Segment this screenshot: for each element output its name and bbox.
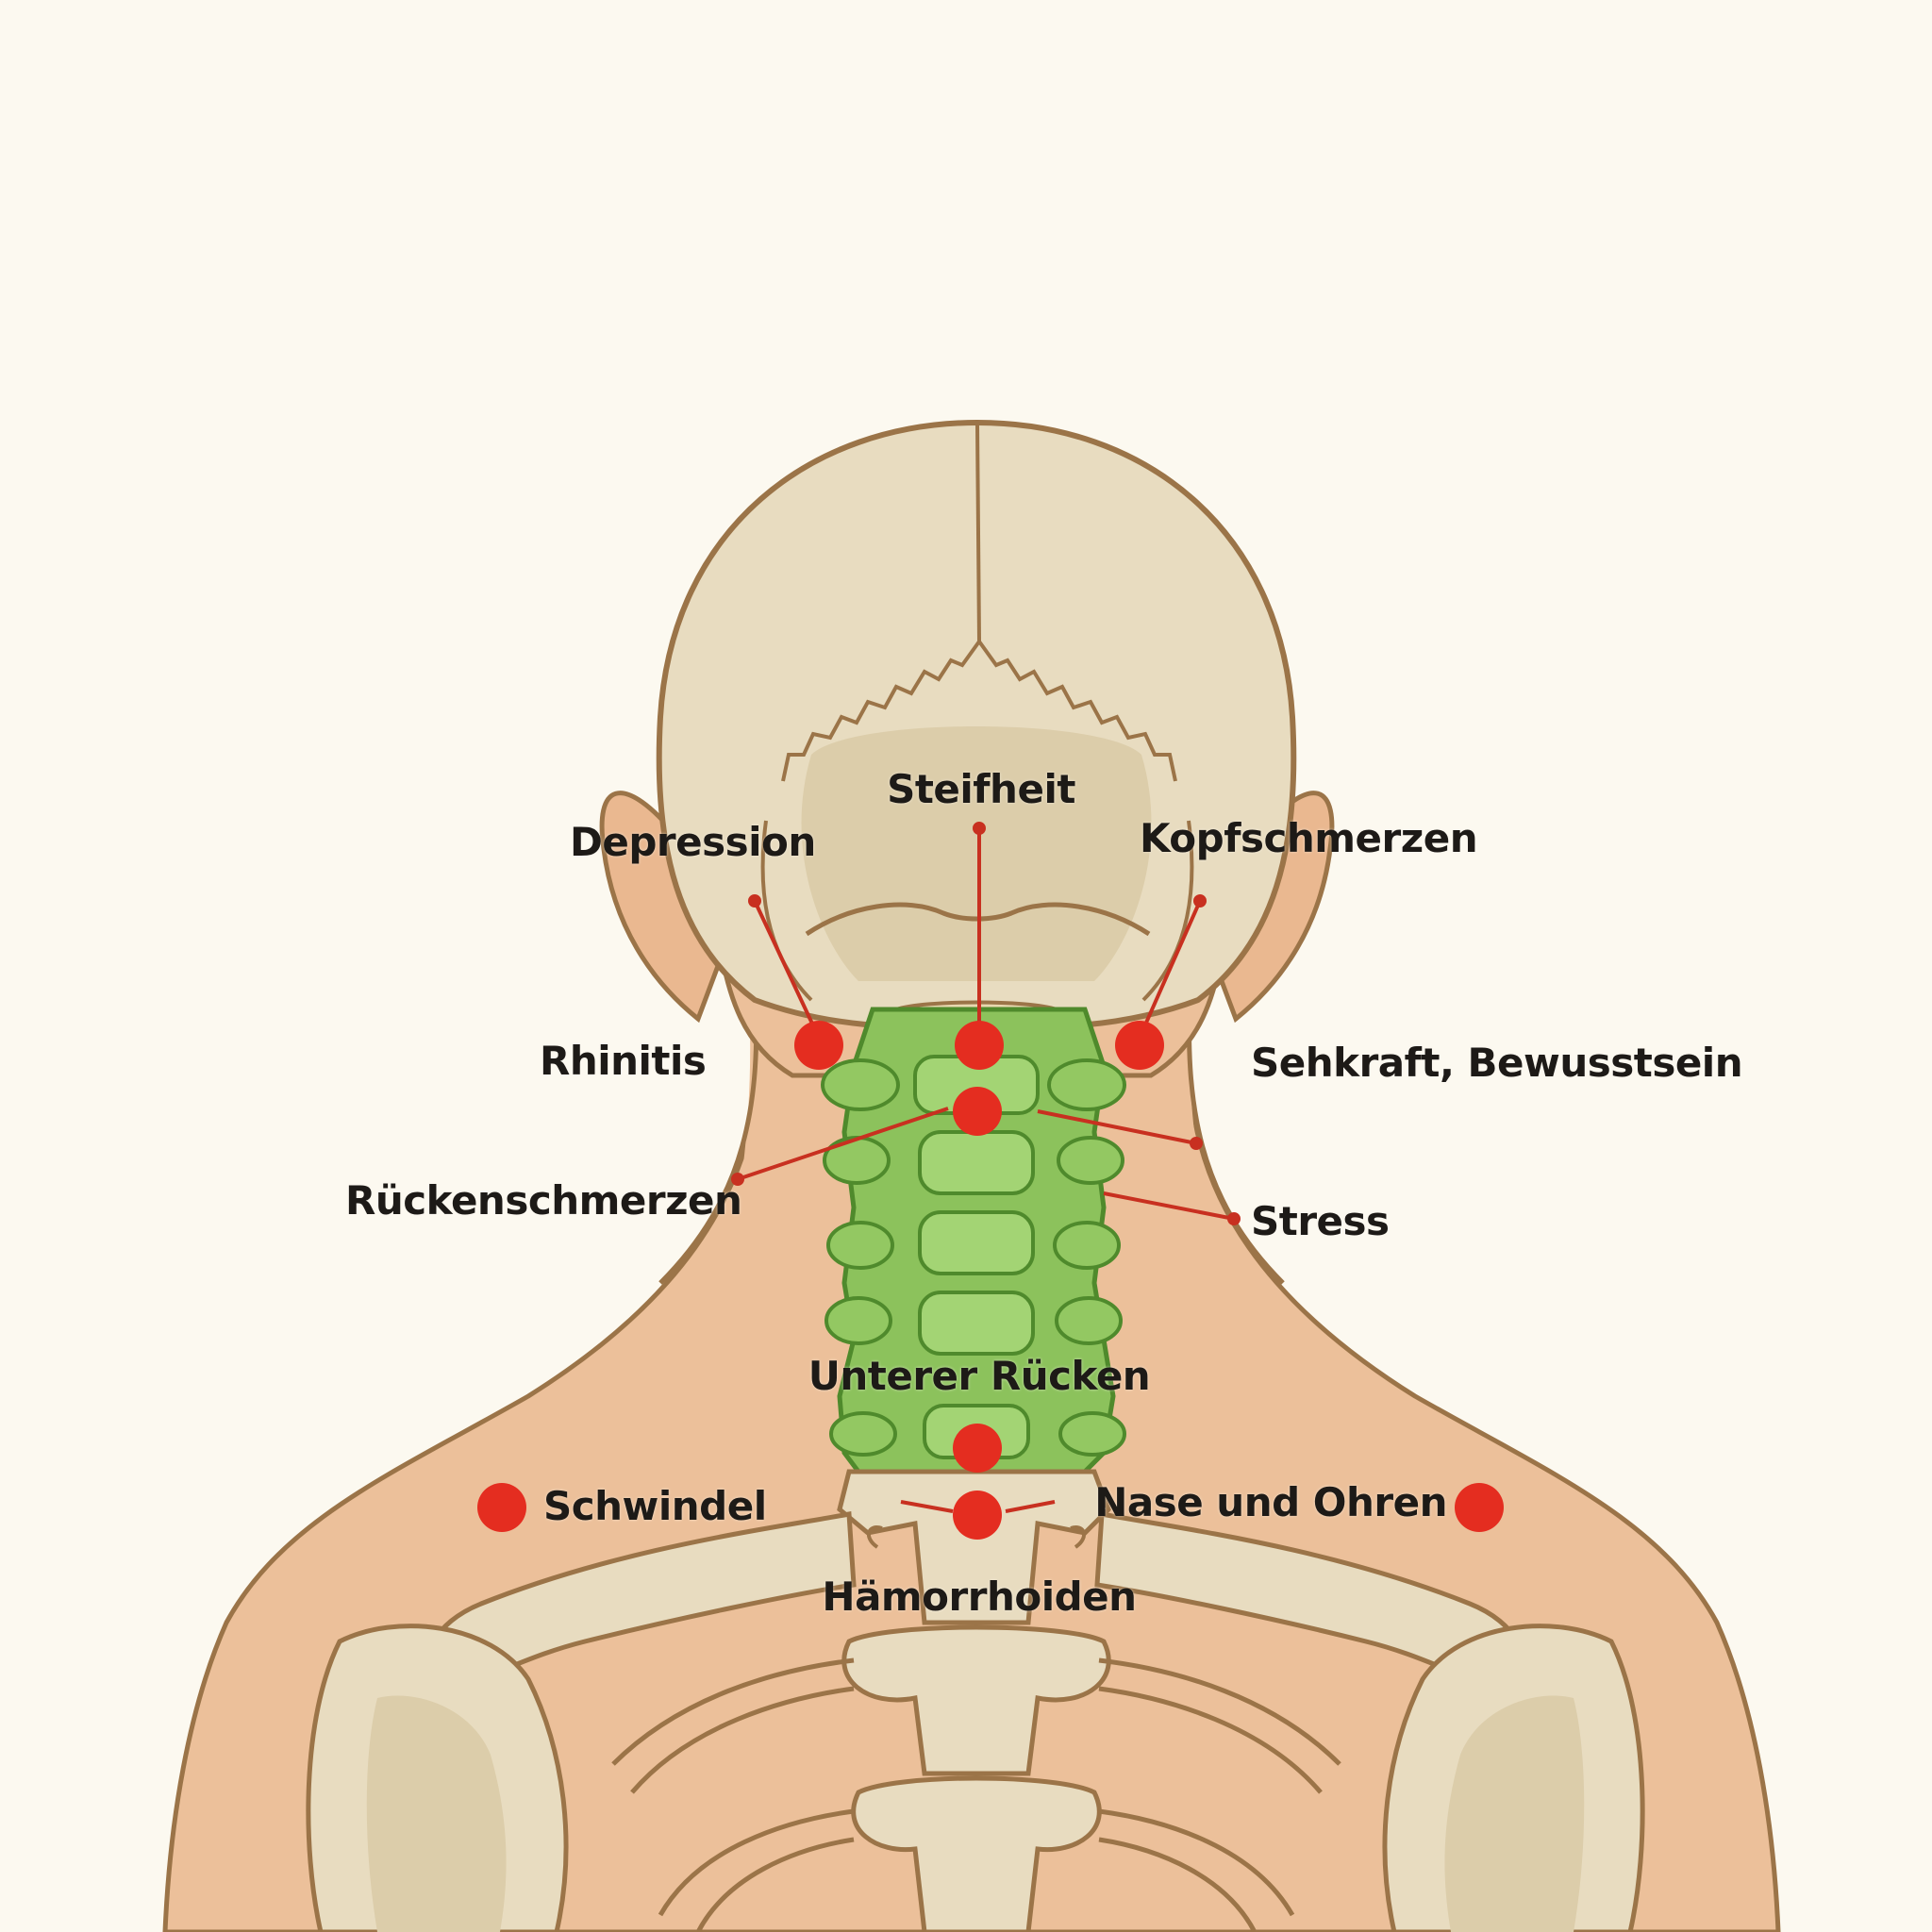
vertebra-body	[918, 1291, 1035, 1356]
rib-left	[630, 1686, 855, 1794]
rib-left	[611, 1657, 855, 1766]
thoracic-vertebra-3	[851, 1775, 1102, 1932]
leader-haemorrhoiden-right	[1005, 1500, 1056, 1513]
thoracic-spine	[837, 1469, 1111, 1932]
skull-occipital-shading	[801, 726, 1152, 981]
rib-right	[1098, 1808, 1295, 1917]
rib-left	[658, 1808, 855, 1917]
right-scapula-shade	[1444, 1695, 1585, 1932]
rib-right	[1098, 1837, 1257, 1932]
rib-left	[695, 1837, 855, 1932]
leader-haemorrhoiden-left	[900, 1500, 954, 1513]
vertebra-body	[918, 1210, 1035, 1275]
left-ear	[599, 791, 729, 1024]
lambdoid-suture	[781, 640, 1177, 782]
label-haemorrhoiden: Hämorrhoiden	[822, 1574, 1137, 1620]
vertebra-process	[829, 1411, 897, 1457]
leader-stress	[1103, 1191, 1235, 1221]
leader-rueckenschmerzen	[737, 1107, 949, 1181]
leader-dot	[748, 894, 761, 908]
marker-unterer-ruecken	[953, 1424, 1002, 1473]
vertebra-process	[1053, 1221, 1121, 1270]
transverse-curls	[867, 1525, 1086, 1549]
sagittal-suture	[975, 424, 981, 642]
thoracic-vertebra-2	[841, 1624, 1111, 1776]
leader-dot	[731, 1173, 744, 1186]
leader-sehkraft	[1037, 1109, 1197, 1145]
marker-steifheit	[955, 1021, 1004, 1070]
rib-right	[1098, 1686, 1323, 1794]
leader-kopfschmerzen	[1138, 900, 1202, 1039]
leader-dot	[973, 822, 986, 835]
label-depression: Depression	[570, 819, 816, 865]
label-nase-und-ohren: Nase und Ohren	[1094, 1479, 1447, 1525]
marker-haemorrhoiden	[953, 1491, 1002, 1540]
marker-depression	[794, 1021, 843, 1070]
vertebra-body	[918, 1130, 1035, 1195]
leader-dot	[1193, 894, 1207, 908]
thoracic-vertebra-1	[837, 1469, 1111, 1625]
label-rhinitis: Rhinitis	[540, 1038, 707, 1084]
vertebra-curl-left	[867, 1525, 883, 1549]
rib-right	[1098, 1657, 1341, 1766]
cervical-spine	[821, 1007, 1126, 1474]
vertebra-process	[823, 1136, 891, 1185]
label-schwindel: Schwindel	[543, 1483, 767, 1529]
vertebra-process	[1055, 1296, 1123, 1345]
marker-schwindel	[477, 1483, 526, 1532]
label-stress: Stress	[1251, 1198, 1390, 1244]
label-unterer-ruecken: Unterer Rücken	[808, 1353, 1151, 1399]
vertebra-process	[826, 1221, 894, 1270]
label-rueckenschmerzen: Rückenschmerzen	[345, 1177, 742, 1224]
vertebra-process	[824, 1296, 892, 1345]
label-sehkraft-bewusstsein: Sehkraft, Bewusstsein	[1251, 1040, 1743, 1086]
leader-dot	[1190, 1137, 1203, 1150]
marker-kopfschmerzen	[1115, 1021, 1164, 1070]
vertebra-process	[821, 1058, 900, 1111]
marker-rueckenschmerzen	[953, 1087, 1002, 1136]
vertebra-process	[1057, 1136, 1124, 1185]
label-kopfschmerzen: Kopfschmerzen	[1140, 815, 1478, 861]
label-steifheit: Steifheit	[887, 766, 1075, 812]
vertebra-process	[1058, 1411, 1126, 1457]
vertebra-curl-right	[1070, 1525, 1086, 1549]
left-scapula-shade	[366, 1695, 507, 1932]
mastoid-left	[760, 820, 813, 1002]
leader-dot	[1227, 1212, 1241, 1225]
ribs	[611, 1657, 1341, 1932]
leader-depression	[753, 900, 821, 1039]
marker-nase-ohren	[1455, 1483, 1504, 1532]
mastoid-right	[1141, 820, 1194, 1002]
vertebra-process	[1047, 1058, 1126, 1111]
